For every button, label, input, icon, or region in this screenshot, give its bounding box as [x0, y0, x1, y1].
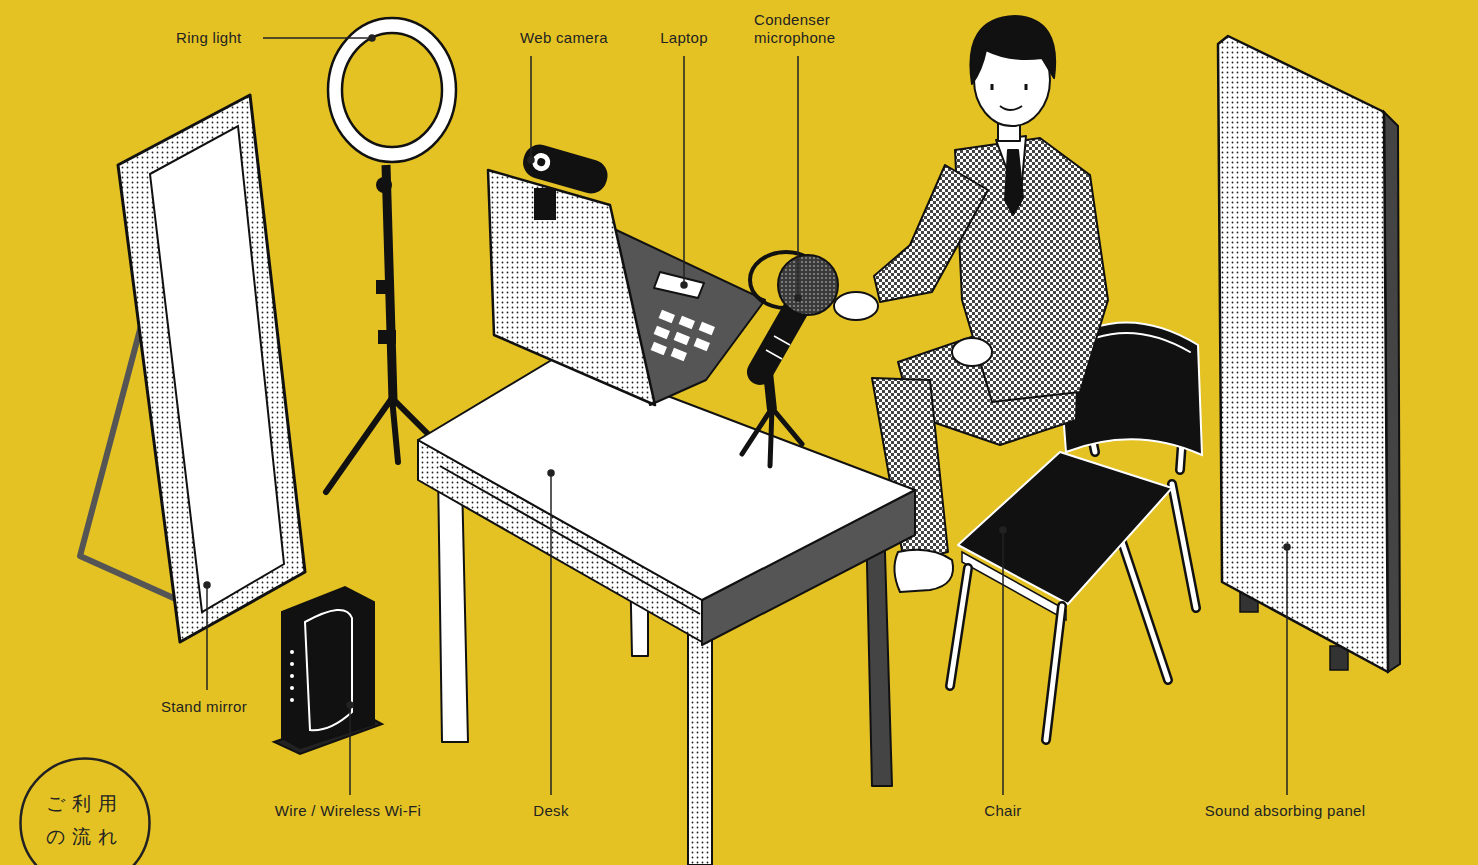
chair-seat: [962, 552, 1066, 620]
leader-line: [530, 56, 532, 160]
wifi-router: [290, 662, 294, 666]
chair-legs: [950, 568, 1062, 740]
leader-line: [550, 473, 552, 795]
person: [992, 84, 1026, 90]
wifi-router: [290, 686, 294, 690]
laptop: [694, 338, 710, 352]
part-label: Ring light: [176, 29, 266, 47]
laptop: [651, 342, 667, 356]
wifi-router: [305, 610, 352, 730]
part-label: Desk: [501, 802, 601, 820]
leader-line: [528, 157, 534, 163]
stand-mirror: [80, 95, 305, 642]
leader-line: [369, 35, 375, 41]
condenser-microphone: [778, 255, 838, 315]
ring-light: [342, 33, 442, 147]
chair-legs: [950, 568, 1062, 740]
web-camera: [529, 150, 554, 175]
leader-line: [206, 585, 208, 690]
leader-line: [1002, 530, 1004, 795]
leader-line: [683, 56, 685, 285]
desk: [866, 520, 892, 786]
person: [874, 165, 988, 302]
leader-line: [263, 37, 372, 39]
desk: [418, 355, 915, 865]
stand-mirror: [118, 95, 305, 642]
ring-light: [326, 18, 456, 492]
leader-line: [797, 56, 799, 298]
ring-light: [378, 330, 396, 344]
wifi-router: [290, 674, 294, 678]
leader-line: [347, 702, 353, 708]
leader-line: [681, 282, 687, 288]
badge-outline: [21, 759, 150, 865]
chair-legs: [950, 568, 1062, 740]
part-label: Sound absorbing panel: [1165, 802, 1405, 820]
leader-line: [204, 35, 1290, 795]
ring-light: [376, 280, 394, 294]
ring-light: [328, 18, 456, 162]
leader-line: [349, 705, 351, 795]
wifi-router: [282, 587, 374, 748]
person: [952, 338, 992, 366]
chair-seat: [958, 452, 1172, 620]
chair-seat: [958, 452, 1172, 604]
condenser-microphone: [742, 408, 802, 466]
person: [970, 16, 1055, 84]
desk: [688, 618, 712, 865]
web-camera: [519, 141, 611, 220]
leader-line: [795, 295, 801, 301]
leader-line: [548, 470, 554, 476]
leader-line: [1286, 547, 1288, 795]
web-camera: [519, 141, 611, 197]
person: [1000, 106, 1022, 110]
wifi-router: [274, 587, 382, 754]
part-label: Stand mirror: [134, 698, 274, 716]
laptop: [671, 348, 687, 362]
part-label: Laptop: [634, 29, 734, 47]
part-label: Wire / Wireless Wi-Fi: [248, 802, 448, 820]
wifi-router: [290, 650, 294, 702]
wifi-router: [290, 698, 294, 702]
condenser-microphone: [742, 252, 838, 466]
condenser-microphone: [766, 336, 790, 359]
laptop: [488, 170, 655, 405]
desk: [438, 470, 468, 742]
leader-line: [1000, 527, 1006, 533]
sound-panel: [1218, 36, 1388, 672]
laptop: [654, 272, 704, 298]
laptop: [651, 310, 715, 362]
web-camera: [536, 157, 546, 167]
laptop: [659, 310, 675, 324]
laptop: [674, 332, 690, 346]
laptop: [488, 170, 765, 405]
ring-light: [376, 177, 392, 193]
badge-text: ご利用 の流れ: [35, 787, 135, 853]
leader-line: [1284, 544, 1290, 550]
person: [1005, 150, 1023, 215]
stand-mirror: [150, 126, 284, 612]
person: [894, 550, 953, 592]
part-label: Web camera: [504, 29, 624, 47]
laptop: [679, 316, 695, 330]
web-camera: [534, 188, 556, 220]
sound-panel: [1218, 36, 1400, 672]
laptop: [654, 326, 670, 340]
part-label: Chair: [943, 802, 1063, 820]
part-label: Condenser microphone: [754, 11, 860, 47]
flow-badge: ご利用 の流れ: [19, 757, 151, 865]
wifi-router: [290, 650, 294, 654]
laptop: [699, 322, 715, 336]
leader-line: [204, 582, 210, 588]
person: [834, 292, 878, 320]
web-camera: [519, 141, 611, 197]
